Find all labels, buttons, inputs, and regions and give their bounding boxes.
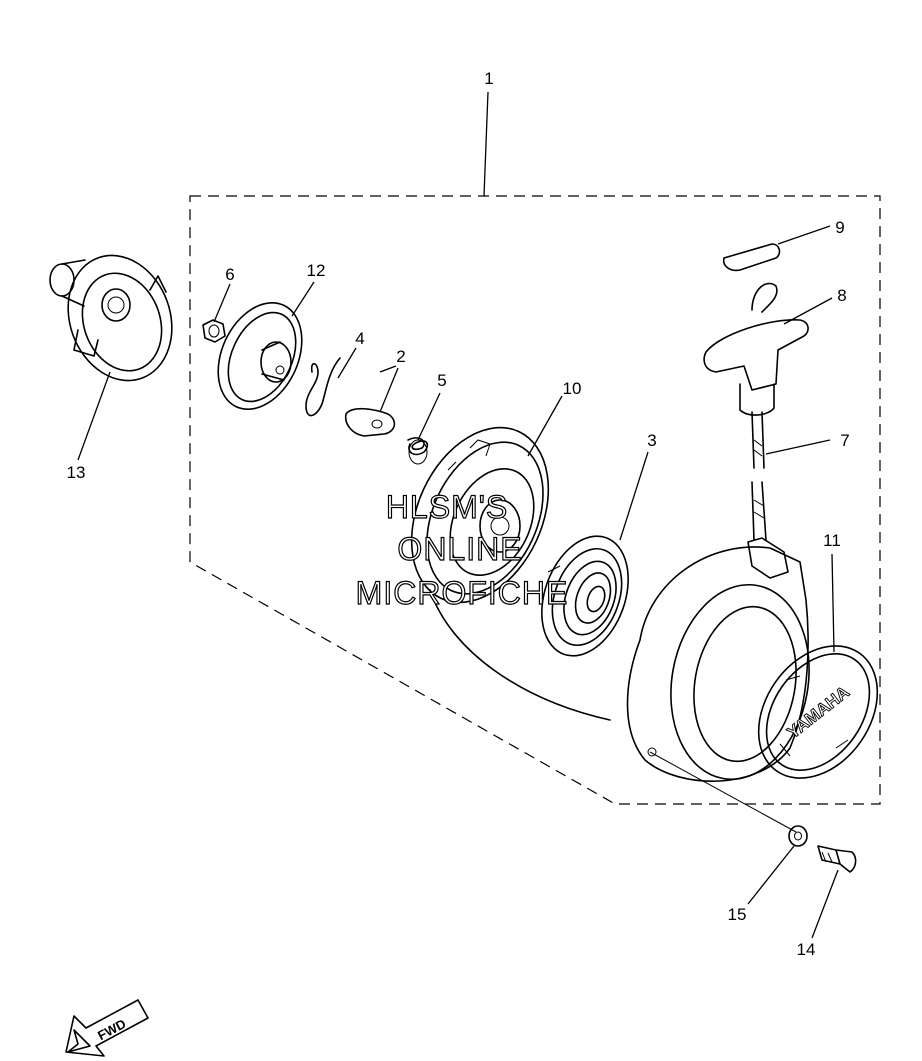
callout-6: 6 [225,265,234,284]
part-5-pawl-spring[interactable] [407,437,429,465]
part-2-pawl[interactable] [344,407,396,437]
part-7-rope[interactable] [751,411,767,541]
part-8-handle[interactable] [703,282,809,416]
callout-7: 7 [840,431,849,450]
callout-numbers: 1 2 3 4 5 6 7 8 9 10 11 12 13 14 15 [67,69,850,959]
part-4-spring-clip[interactable] [305,357,341,417]
assembly-boundary [189,195,881,805]
callout-3: 3 [647,431,656,450]
watermark-line-2: ONLINE [397,531,522,567]
callout-5: 5 [437,371,446,390]
watermark: HLSM'S ONLINE MICROFICHE [355,488,569,611]
callout-8: 8 [837,286,846,305]
part-3-spiral-spring[interactable] [526,524,644,668]
part-10-reel[interactable] [385,405,611,721]
callout-10: 10 [563,379,582,398]
part-12-drive-plate[interactable] [202,289,318,423]
leader-lines [77,91,839,939]
callout-11: 11 [823,531,841,550]
part-15-washer[interactable] [788,825,808,847]
callout-4: 4 [355,329,364,348]
callout-2: 2 [396,347,405,366]
watermark-line-3: MICROFICHE [356,575,569,611]
callout-14: 14 [797,940,816,959]
part-14-bolt[interactable] [817,845,857,873]
alignment-line [649,751,797,833]
cover-plate: YAMAHA [757,645,879,779]
callout-15: 15 [728,905,747,924]
part-6-nut[interactable] [202,319,226,343]
watermark-line-1: HLSM'S [386,489,508,525]
part-13-drive-pulley[interactable] [49,241,189,395]
fwd-arrow-icon: FWD [65,999,149,1057]
callout-13: 13 [67,463,86,482]
callout-1: 1 [484,69,493,88]
part-11-starter-case[interactable] [626,537,824,790]
callout-12: 12 [307,261,326,280]
callout-9: 9 [835,218,844,237]
part-9-handle-cap[interactable] [722,243,781,272]
